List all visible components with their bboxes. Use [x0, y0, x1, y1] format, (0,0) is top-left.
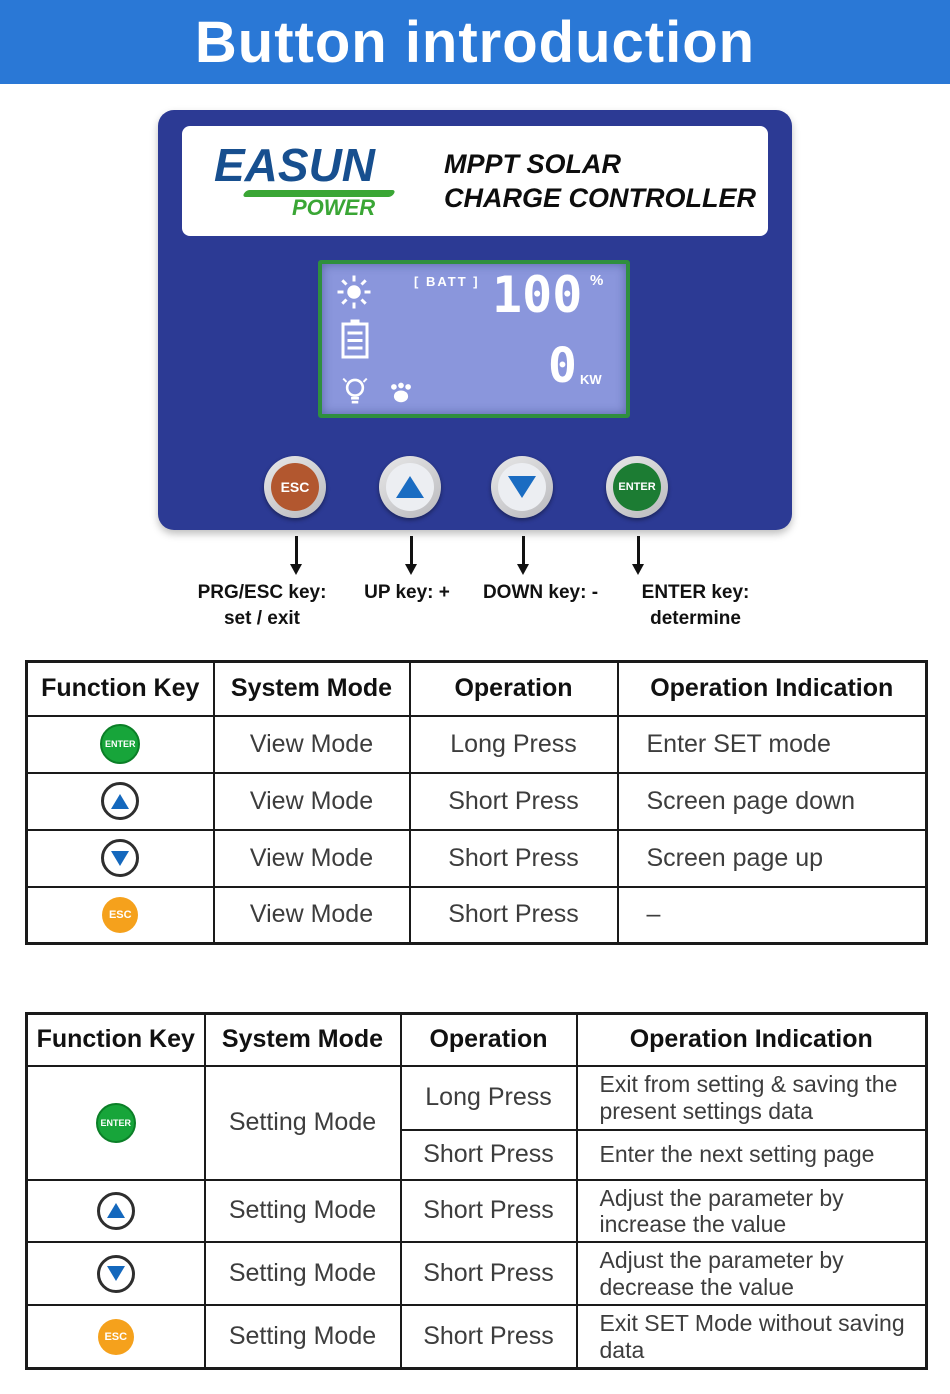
up-triangle-icon: [396, 476, 424, 498]
page-title: Button introduction: [194, 9, 756, 75]
enter-button: ENTER: [606, 456, 668, 518]
product-title-line1: MPPT SOLAR: [444, 149, 622, 179]
lcd-power-unit: KW: [580, 372, 602, 387]
lcd-batt-label: [ BATT ]: [414, 274, 480, 289]
enter-key-icon: ENTER: [95, 1102, 136, 1143]
bulb-icon: [342, 377, 368, 404]
lcd-soc-unit: %: [590, 272, 604, 289]
header-operation-indication: Operation Indication: [575, 1012, 928, 1067]
table-row: ESC View Mode Short Press –: [25, 885, 928, 945]
title-banner: Button introduction: [0, 0, 950, 84]
lcd-display: [ BATT ] 100 % 0 KW: [318, 260, 630, 418]
table-row: Setting Mode Short Press Adjust the para…: [25, 1241, 928, 1307]
lcd-power-value: 0: [548, 338, 577, 394]
product-title: MPPT SOLAR CHARGE CONTROLLER: [444, 148, 756, 216]
up-button: [379, 456, 441, 518]
header-operation-indication: Operation Indication: [616, 660, 928, 717]
header-system-mode: System Mode: [212, 660, 411, 717]
table-row: ENTER Setting Mode Long Press Exit from …: [25, 1064, 928, 1181]
arrow-down-icon: [290, 536, 302, 575]
enter-key-label: ENTER key: determine: [641, 582, 750, 629]
view-mode-table: Function Key System Mode Operation Opera…: [25, 660, 928, 945]
header-operation: Operation: [408, 660, 619, 717]
down-key-icon: [96, 1254, 135, 1293]
battery-icon: [341, 319, 369, 359]
down-button: [491, 456, 553, 518]
load-icon: [391, 382, 411, 403]
device-panel: EASUN POWER MPPT SOLAR CHARGE CONTROLLER: [158, 110, 792, 530]
down-triangle-icon: [508, 476, 536, 498]
product-title-line2: CHARGE CONTROLLER: [444, 182, 756, 213]
brand-easun: EASUN: [214, 139, 376, 191]
esc-key-label: PRG/ESC key: set / exit: [197, 582, 327, 629]
table-row: Setting Mode Short Press Adjust the para…: [25, 1178, 928, 1244]
table-row: View Mode Short Press Screen page up: [25, 828, 928, 888]
esc-key-icon: ESC: [102, 896, 139, 933]
device-label-card: EASUN POWER MPPT SOLAR CHARGE CONTROLLER: [182, 126, 768, 236]
brand-power: POWER: [292, 195, 376, 220]
up-triangle-icon: [111, 793, 130, 809]
table-row: View Mode Short Press Screen page down: [25, 771, 928, 831]
down-triangle-icon: [106, 1266, 125, 1282]
arrow-down-icon: [405, 536, 417, 575]
table-header-row: Function Key System Mode Operation Opera…: [25, 660, 928, 717]
lcd-soc-value: 100: [492, 266, 583, 324]
table-row: Short Press Enter the next setting page: [27, 1128, 928, 1181]
arrow-down-icon: [517, 536, 529, 575]
table-header-row: Function Key System Mode Operation Opera…: [25, 1012, 928, 1067]
setting-mode-table: Function Key System Mode Operation Opera…: [25, 1012, 928, 1371]
header-function-key: Function Key: [25, 1012, 206, 1067]
up-key-icon: [101, 782, 140, 820]
enter-button-label: ENTER: [613, 463, 661, 511]
esc-button: ESC: [264, 456, 326, 518]
down-triangle-icon: [111, 850, 130, 866]
table-row: ESC Setting Mode Short Press Exit SET Mo…: [25, 1304, 928, 1370]
up-triangle-icon: [106, 1203, 125, 1219]
brand-logo: EASUN POWER: [214, 142, 424, 219]
header-system-mode: System Mode: [203, 1012, 402, 1067]
down-key-label: DOWN key: -: [482, 582, 599, 603]
enter-key-icon: ENTER: [100, 724, 141, 764]
logo-swoosh-icon: [241, 190, 397, 197]
header-function-key: Function Key: [25, 660, 215, 717]
sun-icon: [337, 275, 371, 309]
up-key-icon: [96, 1191, 135, 1230]
down-key-icon: [101, 839, 140, 877]
header-operation: Operation: [399, 1012, 578, 1067]
esc-key-icon: ESC: [97, 1318, 134, 1355]
esc-button-label: ESC: [271, 463, 319, 511]
up-key-label: UP key: +: [364, 582, 450, 603]
table-row: ENTER View Mode Long Press Enter SET mod…: [25, 714, 928, 774]
arrow-down-icon: [632, 536, 644, 575]
